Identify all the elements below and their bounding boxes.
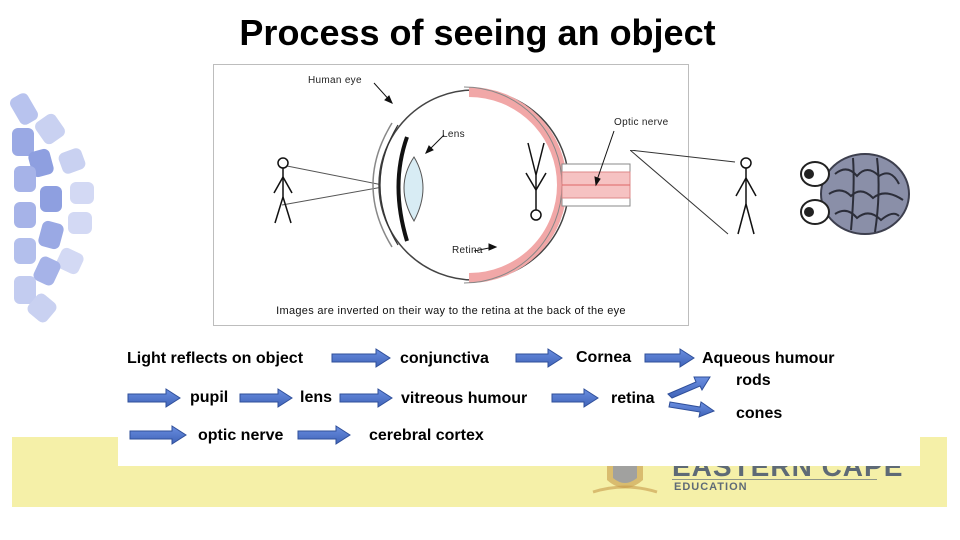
slide-title: Process of seeing an object <box>239 12 716 53</box>
arrow-cornea-to-aqueous <box>644 348 695 368</box>
eye-diagram: Human eye Lens Optic nerve Retina Images… <box>213 64 689 326</box>
step-conjunctiva: conjunctiva <box>400 350 489 367</box>
arrow-pupil-to-lens <box>239 388 293 408</box>
step-retina: retina <box>611 390 655 407</box>
step-light-reflects: Light reflects on object <box>127 350 304 367</box>
footer-logo-subtext: EDUCATION <box>674 481 748 493</box>
arrow-vitreous-to-retina <box>551 388 599 408</box>
step-optic-nerve: optic nerve <box>198 427 284 444</box>
arrow-to-pupil-left <box>127 388 181 408</box>
footer-divider <box>672 479 877 480</box>
arrow-retina-to-rods <box>667 376 711 399</box>
arrow-optic-to-cortex <box>297 425 351 445</box>
diagram-caption: Images are inverted on their way to the … <box>276 305 626 317</box>
step-vitreous-humour: vitreous humour <box>401 390 528 407</box>
eye-cross-section <box>273 82 631 284</box>
step-rods: rods <box>736 372 771 389</box>
label-optic-nerve: Optic nerve <box>614 117 669 128</box>
step-cornea: Cornea <box>576 349 632 366</box>
arrow-light-to-conjunctiva <box>331 348 391 368</box>
step-lens: lens <box>300 389 333 406</box>
decorative-arc <box>10 93 94 323</box>
label-retina: Retina <box>452 245 483 256</box>
label-lens: Lens <box>442 129 465 140</box>
arrow-lens-to-vitreous <box>339 388 393 408</box>
arrow-retina-to-cones <box>668 401 716 418</box>
step-pupil: pupil <box>190 389 229 406</box>
step-cones: cones <box>736 405 783 422</box>
arrow-conjunctiva-to-cornea <box>515 348 563 368</box>
observer-figure <box>735 157 757 235</box>
arrow-to-optic-nerve-left <box>129 425 187 445</box>
signal-line <box>630 150 736 235</box>
label-human-eye: Human eye <box>308 75 362 86</box>
brain-icon <box>800 153 910 235</box>
step-aqueous-humour: Aqueous humour <box>702 350 835 367</box>
step-cerebral-cortex: cerebral cortex <box>369 427 484 444</box>
